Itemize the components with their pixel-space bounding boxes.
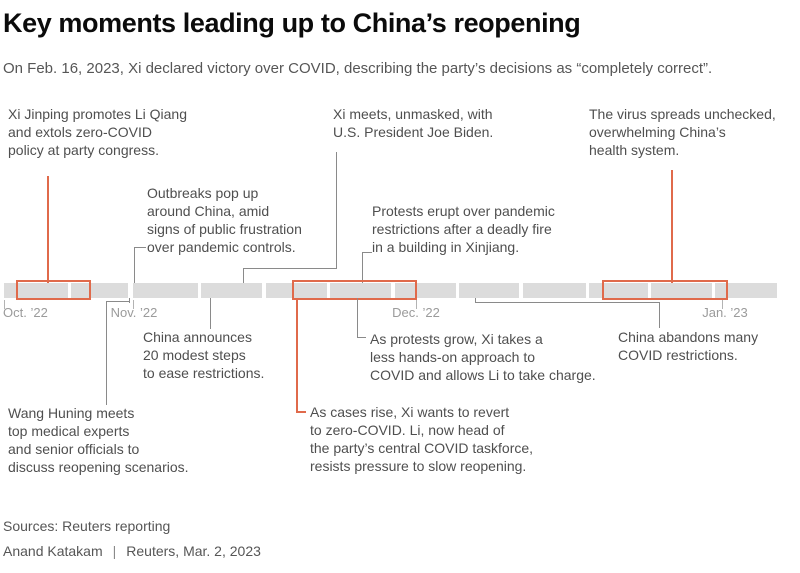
- month-label-nov: Nov. ’22: [110, 305, 158, 320]
- timeline-week-segment: [715, 283, 777, 298]
- connector-cases-rise: [296, 299, 306, 413]
- timeline-week-segment: [330, 283, 391, 298]
- annotation-biden-meeting: Xi meets, unmasked, with U.S. President …: [333, 106, 494, 140]
- annotation-cases-rise: As cases rise, Xi wants to revert to zer…: [310, 404, 534, 474]
- connector-wang-stub: [129, 298, 130, 303]
- connector-virus-spreads: [671, 170, 673, 283]
- connector-wang-elbow: [106, 301, 130, 405]
- month-label-dec: Dec. ’22: [392, 305, 440, 320]
- annotation-protests-grow: As protests grow, Xi takes a less hands-…: [370, 331, 596, 383]
- timeline-week-segment: [651, 283, 712, 298]
- timeline-week-segment: [523, 283, 586, 298]
- page-subtitle: On Feb. 16, 2023, Xi declared victory ov…: [3, 60, 713, 77]
- sources-line: Sources: Reuters reporting: [3, 518, 171, 534]
- tick-dec: [416, 300, 417, 309]
- timeline-week-segment: [71, 283, 128, 298]
- connector-abandons-elbow: [475, 302, 660, 328]
- timeline-week-segment: [133, 283, 198, 298]
- tick-nov: [133, 300, 134, 309]
- annotation-protests-erupt: Protests erupt over pandemic restriction…: [372, 203, 555, 255]
- tick-jan: [722, 300, 723, 309]
- annotation-outbreaks: Outbreaks pop up around China, amid sign…: [147, 185, 302, 255]
- byline: Anand Katakam | Reuters, Mar. 2, 2023: [3, 543, 261, 559]
- timeline-week-segment: [459, 283, 519, 298]
- timeline-week-segment: [4, 283, 68, 298]
- month-label-jan: Jan. ’23: [702, 305, 748, 320]
- connector-biden-elbow: [243, 268, 337, 283]
- annotation-virus-spreads: The virus spreads unchecked, overwhelmin…: [589, 106, 776, 158]
- annotation-wang-huning: Wang Huning meets top medical experts an…: [8, 405, 189, 475]
- page-title: Key moments leading up to China’s reopen…: [3, 8, 581, 38]
- timeline-week-segment: [201, 283, 262, 298]
- connector-modest-steps: [210, 298, 211, 329]
- connector-protests-erupt: [362, 252, 372, 283]
- month-label-oct: Oct. ’22: [3, 305, 48, 320]
- highlight-protest-period: [292, 280, 417, 300]
- connector-protests-grow: [357, 298, 366, 338]
- annotation-modest-steps: China announces 20 modest steps to ease …: [143, 329, 265, 381]
- byline-separator: |: [112, 543, 117, 559]
- timeline-week-segment: [266, 283, 327, 298]
- annotation-abandons-restrictions: China abandons many COVID restrictions.: [618, 329, 759, 363]
- byline-author: Anand Katakam: [3, 543, 103, 559]
- highlight-reopening-period: [602, 280, 728, 300]
- annotation-party-congress: Xi Jinping promotes Li Qiang and extols …: [8, 106, 187, 158]
- highlight-party-congress-period: [16, 280, 91, 300]
- connector-abandons-stub: [475, 298, 476, 303]
- byline-credit: Reuters, Mar. 2, 2023: [126, 543, 261, 559]
- connector-outbreaks: [134, 247, 146, 283]
- connector-party-congress: [47, 176, 49, 283]
- tick-oct: [4, 300, 5, 309]
- timeline-week-segment: [395, 283, 456, 298]
- connector-biden-vertical: [336, 152, 337, 269]
